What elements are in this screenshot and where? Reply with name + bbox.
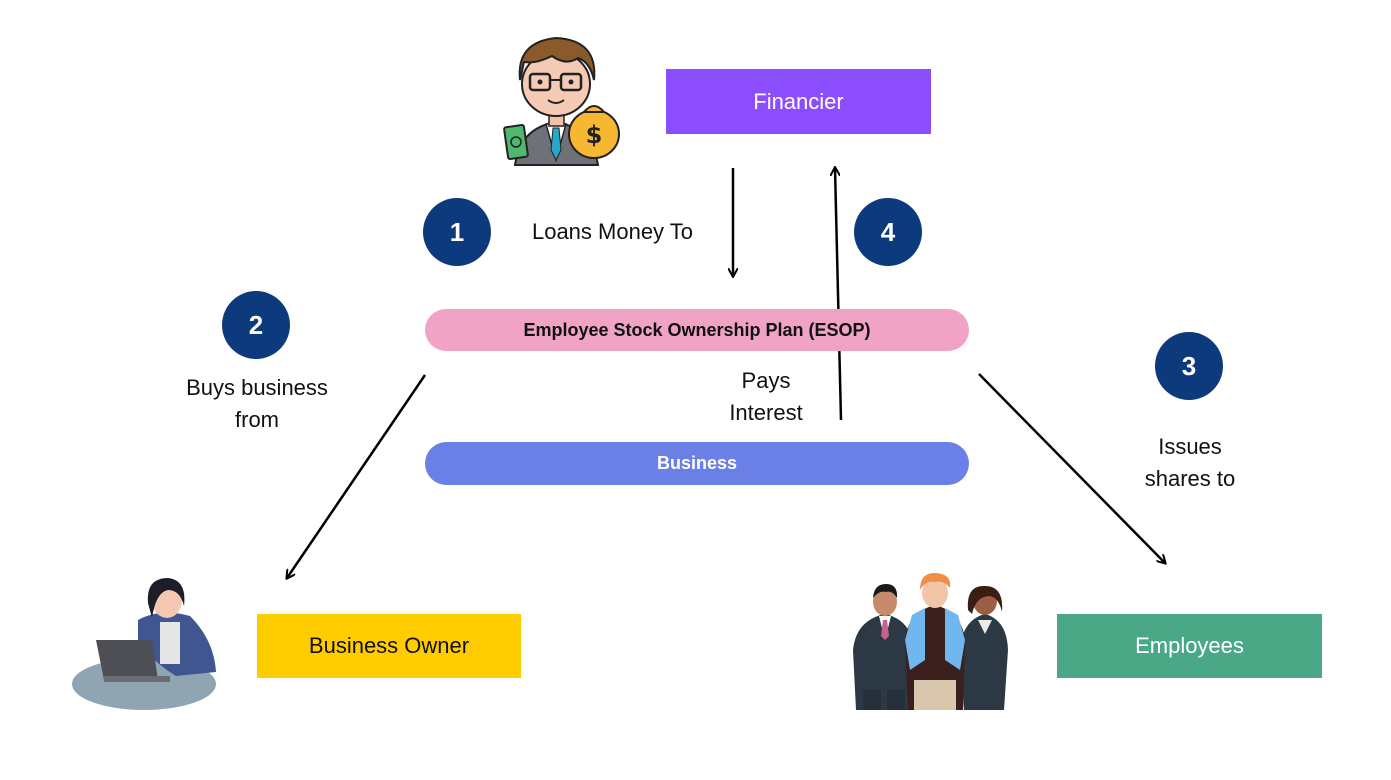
svg-text:$: $: [586, 121, 603, 149]
arrow-esop-to-employees: [978, 373, 1165, 563]
esop-label: Employee Stock Ownership Plan (ESOP): [523, 319, 871, 340]
employees-label: Employees: [1135, 633, 1244, 658]
step-4-label: Pays Interest: [729, 368, 803, 425]
financier-label: Financier: [753, 88, 844, 114]
step-4-badge: 4: [854, 198, 922, 266]
step-1-label: Loans Money To: [531, 219, 694, 244]
business-label: Business: [656, 453, 738, 473]
step-4-number: 4: [880, 216, 896, 247]
financier-box: Financier: [666, 69, 931, 134]
business-owner-label: Business Owner: [308, 633, 470, 658]
step-2-badge: 2: [222, 291, 290, 359]
step-3-badge: 3: [1155, 332, 1223, 400]
business-owner-box: Business Owner: [257, 614, 521, 678]
business-box: Business: [425, 442, 969, 485]
arrow-esop-to-business-owner: [287, 374, 427, 578]
step-1-number: 1: [449, 216, 465, 247]
step-3-label: Issues shares to: [1144, 434, 1236, 491]
step-1-badge: 1: [423, 198, 491, 266]
employees-box: Employees: [1057, 614, 1322, 678]
esop-box: Employee Stock Ownership Plan (ESOP): [425, 309, 969, 351]
step-3-number: 3: [1181, 350, 1197, 381]
step-2-number: 2: [248, 309, 264, 340]
step-2-label: Buys business from: [186, 375, 328, 432]
arrow-business-to-financier: [835, 168, 843, 421]
